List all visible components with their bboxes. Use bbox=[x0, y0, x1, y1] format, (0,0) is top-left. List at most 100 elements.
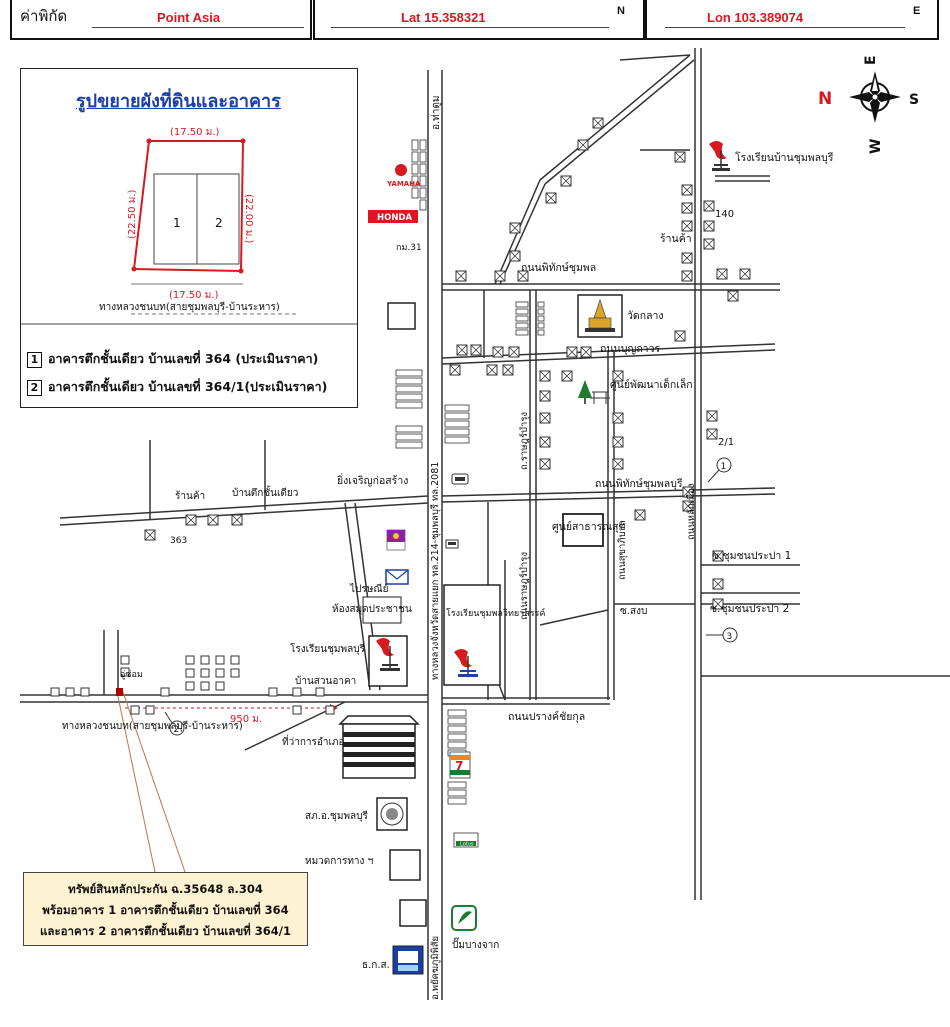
health-center-block bbox=[562, 513, 604, 547]
legend-text-2: อาคารตึกชั้นเดียว บ้านเลขที่ 364/1(ประเม… bbox=[48, 379, 328, 394]
callout-line-3: และอาคาร 2 อาคารตึกชั้นเดียว บ้านเลขที่ … bbox=[40, 924, 291, 938]
label-road-ratsadon: ถ.ราษฎร์บำรุง bbox=[518, 412, 530, 470]
building-2 bbox=[196, 173, 240, 265]
convenience-store-icon bbox=[386, 529, 406, 551]
label-shop: ร้านค้า bbox=[660, 233, 692, 245]
building-1-label: 1 bbox=[173, 216, 181, 230]
lotus-label: Lotus bbox=[460, 842, 474, 848]
label-bank: ธ.ก.ส. bbox=[362, 960, 390, 971]
distance-label: 950 ม. bbox=[230, 714, 262, 725]
label-km31: กม.31 bbox=[396, 243, 422, 253]
marker-2: 2 bbox=[164, 711, 185, 736]
label-road-ratsadon2: ถนนราษฎร์บำรุง bbox=[518, 552, 530, 620]
building-block bbox=[362, 596, 402, 624]
bottom-dimension: (17.50 ม.) bbox=[169, 290, 218, 301]
label-soi1: ซ.ชุมชนประปา 1 bbox=[712, 550, 791, 562]
label-to-tha-tum: อ.ท่าตูม bbox=[431, 96, 442, 130]
legend-row-1: 1 อาคารตึกชั้นเดียว บ้านเลขที่ 364 (ประเม… bbox=[27, 349, 318, 369]
label-school-chumphonburi: โรงเรียนชุมพลบุรี bbox=[290, 642, 366, 655]
compass-n: N bbox=[818, 89, 832, 109]
left-dimension: (22.50 ม.) bbox=[127, 190, 138, 239]
building-block bbox=[399, 899, 427, 927]
label-child-center: ศูนย์พัฒนาเด็กเล็ก bbox=[610, 377, 693, 391]
label-num21: 2/1 bbox=[718, 437, 734, 448]
coord-label: ค่าพิกัด bbox=[20, 7, 68, 25]
legend-row-2: 2 อาคารตึกชั้นเดียว บ้านเลขที่ 364/1(ประเ… bbox=[27, 377, 327, 397]
callout-line-1: ทรัพย์สินหลักประกัน ฉ.35648 ล.304 bbox=[68, 882, 263, 896]
marker-1: 1 bbox=[707, 457, 732, 483]
top-dimension: (17.50 ม.) bbox=[170, 127, 219, 138]
lat-cell: Lat 15.358321 N bbox=[313, 0, 645, 40]
label-district-office: ที่ว่าการอำเภอ bbox=[282, 734, 345, 748]
label-gas: ปั๊มบางจาก bbox=[452, 937, 499, 951]
building-1 bbox=[153, 173, 198, 265]
temple-icon bbox=[585, 299, 615, 332]
hardware-store-icon bbox=[451, 473, 469, 485]
label-soi-sangob: ซ.สงบ bbox=[620, 606, 647, 617]
lon-direction: E bbox=[913, 5, 921, 17]
building-block bbox=[387, 302, 416, 330]
compass-w: W bbox=[868, 139, 884, 154]
label-road-bunyakan: ถนนบุญถาวร bbox=[600, 343, 660, 355]
label-school-chumphon: โรงเรียนบ้านชุมพลบุรี bbox=[735, 151, 834, 164]
right-dimension: (22.00 ม.) bbox=[243, 194, 254, 243]
label-highway: ทางหลวงจังหวัดสายแยก ทล.214-ชุมพลบุรี ทล… bbox=[429, 462, 441, 680]
label-road-sukhumvit: ถนนสุขาภิบาล bbox=[617, 520, 628, 580]
school-block bbox=[443, 584, 501, 686]
label-police: สภ.อ.ชุมพลบุรี bbox=[305, 810, 369, 822]
marker-1-label: 1 bbox=[721, 462, 727, 472]
legend-num-2: 2 bbox=[27, 380, 42, 396]
tree-icon bbox=[578, 380, 610, 404]
subject-property-marker bbox=[116, 688, 123, 696]
bus-icon bbox=[445, 539, 459, 549]
label-to-phon: อ.พยัคฆภูมิพิสัย bbox=[430, 936, 441, 1000]
legend-text-1: อาคารตึกชั้นเดียว บ้านเลขที่ 364 (ประเมิ… bbox=[48, 351, 319, 366]
latitude-value: Lat 15.358321 bbox=[401, 10, 486, 25]
honda-label: HONDA bbox=[377, 213, 413, 223]
yamaha-logo-icon: YAMAHA bbox=[386, 164, 421, 188]
yamaha-label: YAMAHA bbox=[386, 180, 421, 188]
plot-diagram: (17.50 ม.) (17.50 ม.) (22.50 ม.) (22.00 … bbox=[21, 127, 357, 325]
inset-title: รูปขยายผังที่ดินและอาคาร bbox=[76, 91, 281, 112]
label-num140: 140 bbox=[715, 209, 734, 220]
label-post: ไปรษณีย์ bbox=[349, 583, 388, 595]
label-road-phithak2: ถนนพิทักษ์ชุมพลบุรี bbox=[595, 477, 683, 490]
label-hardware: ยิ่งเจริญก่อสร้าง bbox=[337, 473, 408, 487]
lat-direction: N bbox=[617, 5, 625, 17]
label-school-withaya: โรงเรียนชุมพลวิทยาสรรค์ bbox=[446, 607, 545, 619]
label-shop2: ร้านค้า bbox=[175, 490, 205, 502]
inset-road-label: ทางหลวงชนบท(สายชุมพลบุรี-บ้านระหาร) bbox=[99, 301, 280, 313]
place-name: Point Asia bbox=[157, 10, 221, 25]
marker-3-label: 3 bbox=[727, 632, 733, 642]
compass-s: S bbox=[909, 92, 919, 108]
label-repair: อู่ซ่อม bbox=[120, 670, 143, 680]
label-garden-house: บ้านสวนอาคา bbox=[295, 675, 356, 687]
honda-logo-icon: HONDA bbox=[368, 210, 418, 223]
plot-inset-panel: รูปขยายผังที่ดินและอาคาร (17.50 ม.) (17.… bbox=[20, 68, 358, 408]
label-soi2: ซ.ชุมชนประปา 2 bbox=[710, 603, 789, 615]
school-flag-icon bbox=[454, 649, 478, 677]
school-flag-icon bbox=[376, 638, 400, 671]
compass-icon bbox=[849, 71, 901, 123]
coordinate-header: ค่าพิกัด Point Asia Lat 15.358321 N Lon … bbox=[0, 0, 950, 44]
district-office-icon bbox=[338, 715, 420, 779]
market-stalls bbox=[395, 139, 545, 805]
longitude-value: Lon 103.389074 bbox=[707, 10, 804, 25]
school-flag-icon bbox=[709, 141, 730, 171]
label-num363: 363 bbox=[170, 536, 187, 546]
collateral-callout: ทรัพย์สินหลักประกัน ฉ.35648 ล.304 พร้อมอ… bbox=[23, 872, 308, 946]
police-emblem-icon bbox=[376, 797, 408, 831]
label-highway-dept: หมวดการทาง ฯ bbox=[305, 856, 373, 867]
label-health-center: ศูนย์สาธารณสุข bbox=[552, 520, 626, 533]
compass-e: E bbox=[863, 55, 879, 65]
label-road-sathan: ถนนหลักเมือง bbox=[686, 484, 697, 540]
marker-2-label: 2 bbox=[174, 725, 180, 735]
seven-eleven-icon: 7 bbox=[449, 751, 471, 779]
marker-3: 3 bbox=[706, 627, 738, 643]
label-road-phithak: ถนนพิทักษ์ชุมพล bbox=[521, 261, 596, 274]
building-block bbox=[389, 849, 421, 881]
lon-cell: Lon 103.389074 E bbox=[645, 0, 939, 40]
callout-line-2: พร้อมอาคาร 1 อาคารตึกชั้นเดียว บ้านเลขที… bbox=[42, 903, 289, 917]
legend-num-1: 1 bbox=[27, 352, 42, 368]
